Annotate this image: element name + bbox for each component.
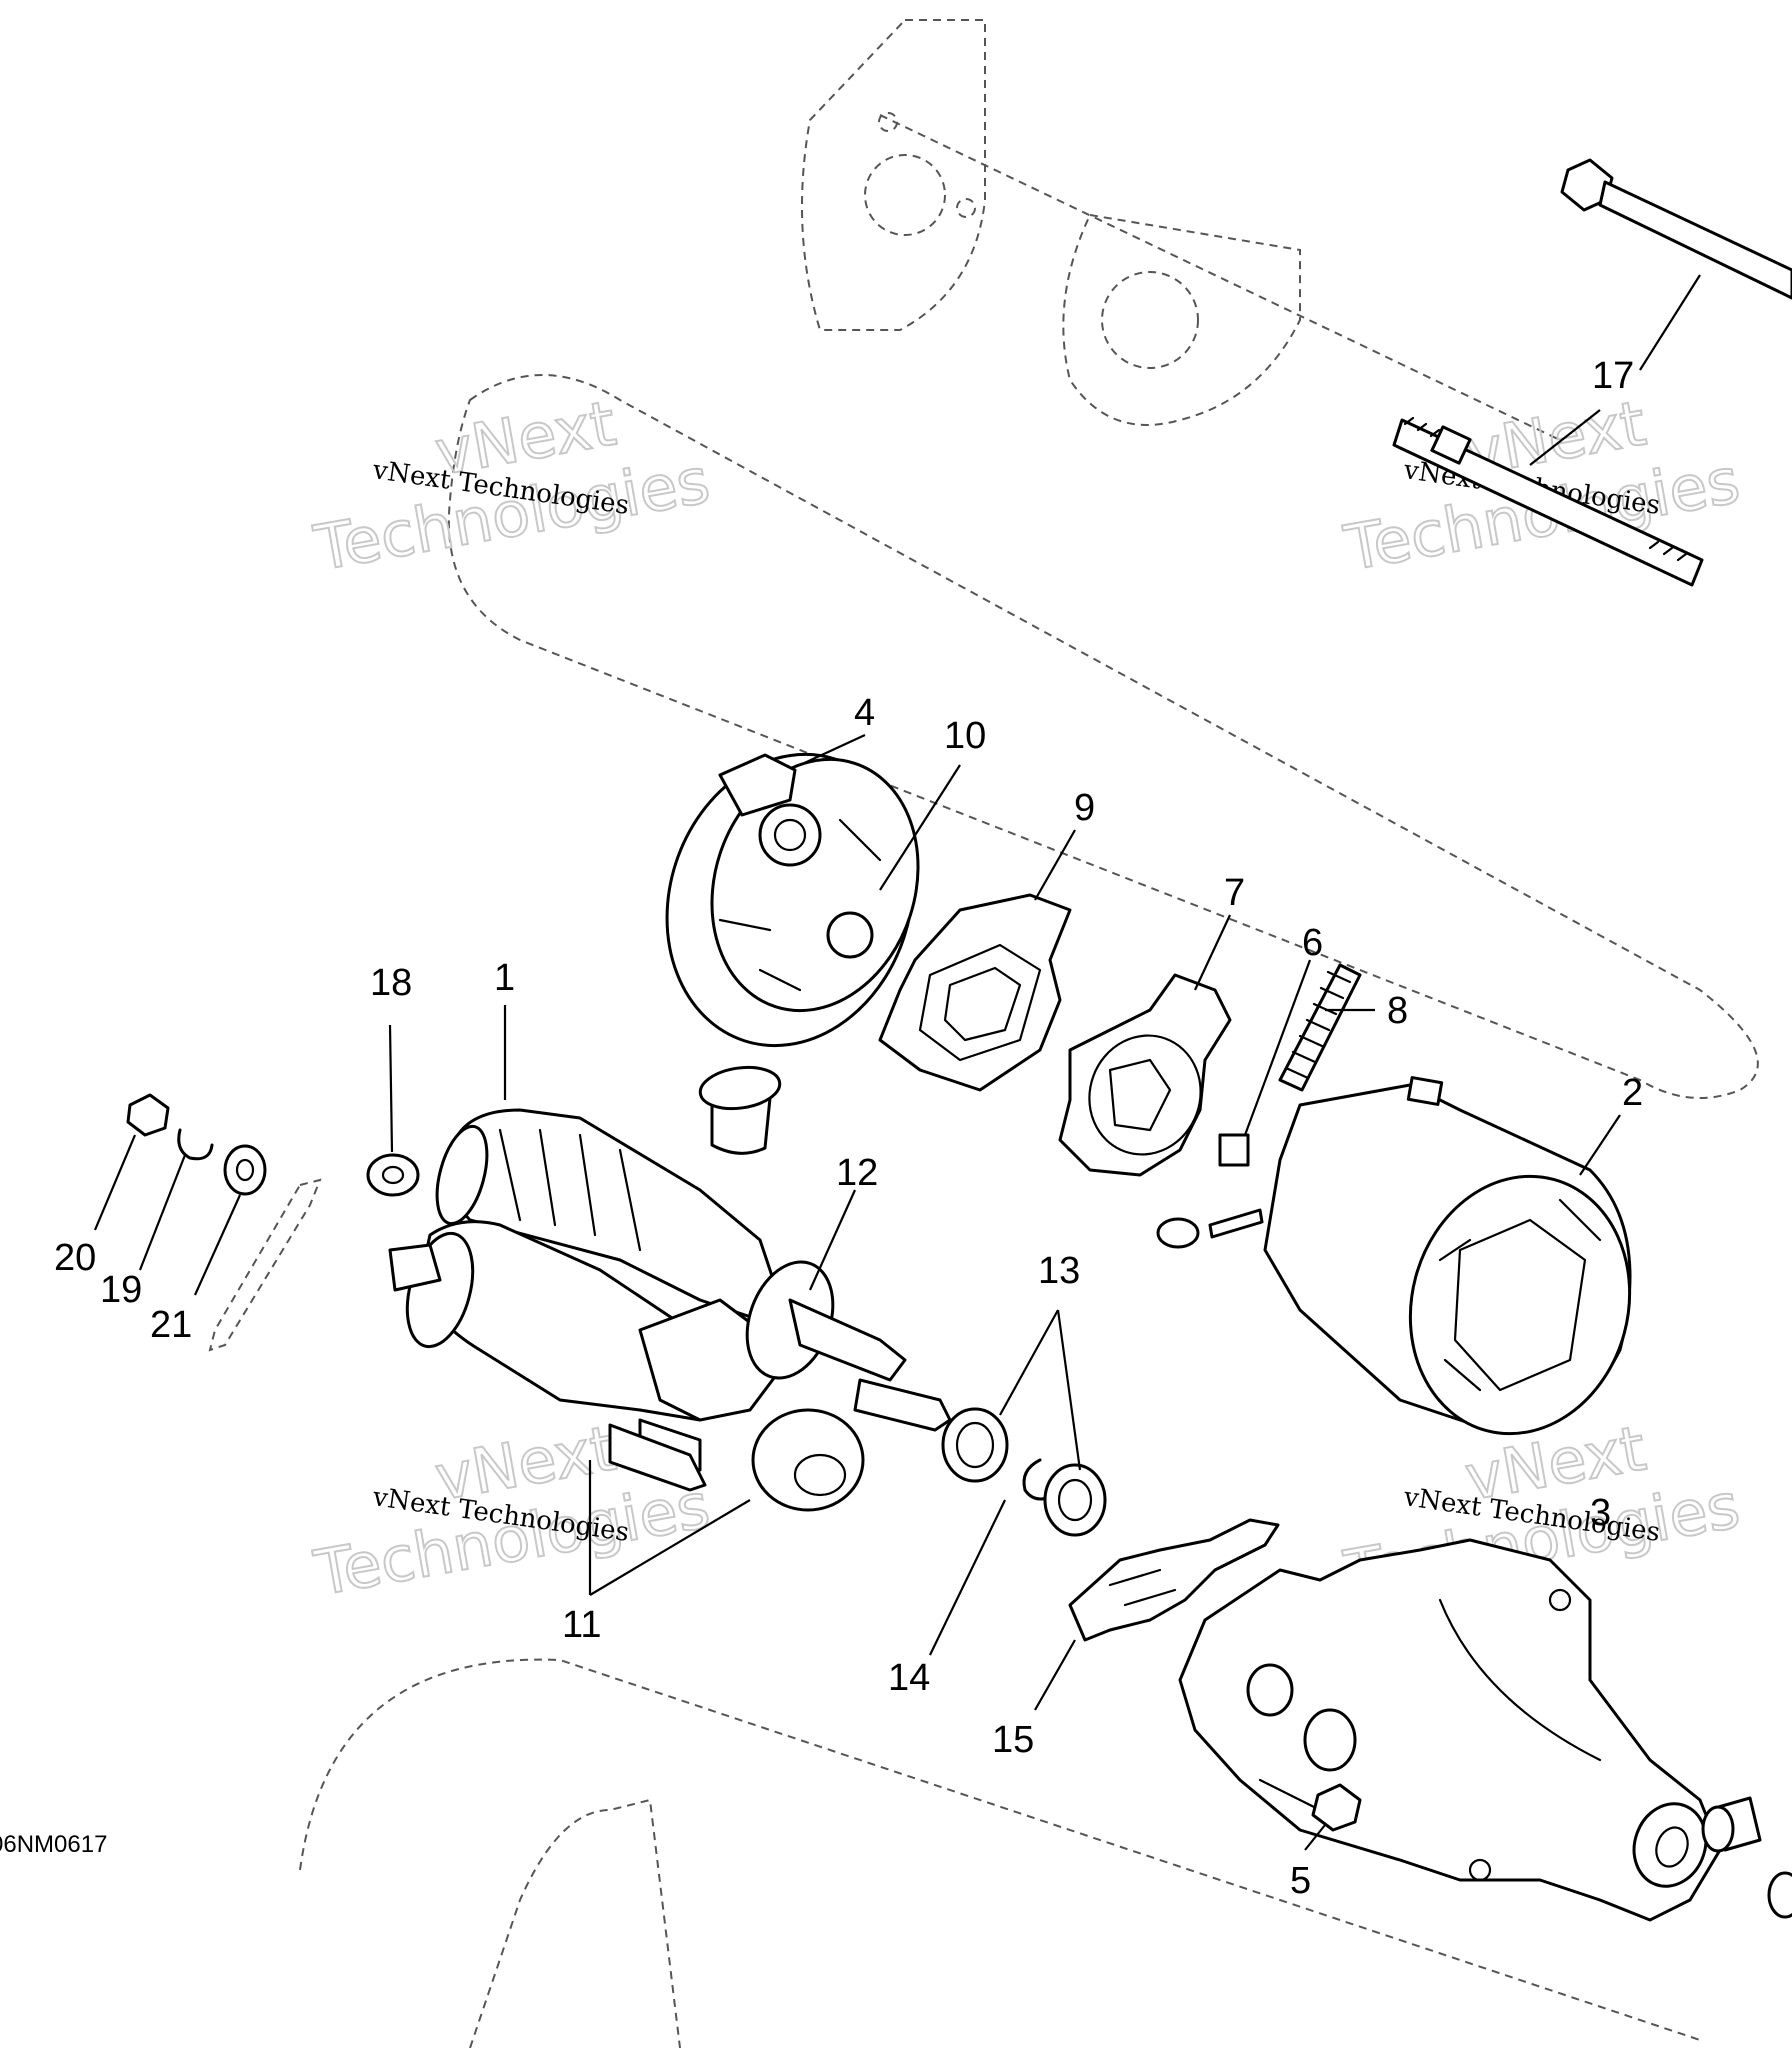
callout-10: 10 bbox=[944, 715, 986, 757]
part-drive-cup bbox=[751, 1408, 865, 1512]
callout-19: 19 bbox=[100, 1269, 142, 1311]
part-washers bbox=[941, 1407, 1107, 1537]
part-brush-holder bbox=[1058, 973, 1232, 1177]
callout-4: 4 bbox=[854, 692, 875, 734]
callout-20: 20 bbox=[54, 1237, 96, 1279]
part-shift-lever bbox=[1068, 1518, 1280, 1642]
part-stud-bolt bbox=[1392, 416, 1704, 587]
callout-3: 3 bbox=[1590, 1492, 1611, 1534]
callout-12: 12 bbox=[836, 1152, 878, 1194]
callout-17: 17 bbox=[1592, 355, 1634, 397]
callout-9: 9 bbox=[1074, 787, 1095, 829]
part-yoke-housing bbox=[1263, 1076, 1632, 1436]
part-bushings bbox=[1701, 1796, 1792, 1919]
callout-8: 8 bbox=[1387, 990, 1408, 1032]
callout-11: 11 bbox=[562, 1604, 601, 1646]
part-long-bolt bbox=[1560, 158, 1792, 300]
reference-code: 06NM0617 bbox=[0, 1831, 107, 1858]
callout-13: 13 bbox=[1038, 1250, 1080, 1292]
part-spring bbox=[1278, 963, 1362, 1092]
callout-21: 21 bbox=[150, 1304, 192, 1346]
callout-5: 5 bbox=[1290, 1860, 1311, 1902]
callout-15: 15 bbox=[992, 1719, 1034, 1761]
leader-lines bbox=[93, 274, 1701, 1851]
part-end-cap bbox=[665, 752, 920, 1048]
callout-14: 14 bbox=[888, 1657, 930, 1699]
ghost-engine-outlines bbox=[299, 19, 1759, 2048]
part-nut-5 bbox=[1311, 1783, 1362, 1832]
callout-1: 1 bbox=[494, 957, 515, 999]
part-plate bbox=[878, 893, 1072, 1092]
part-drive-housing bbox=[1178, 1538, 1722, 1922]
callout-6: 6 bbox=[1302, 922, 1323, 964]
part-starter-motor bbox=[388, 1108, 952, 1492]
callout-2: 2 bbox=[1622, 1072, 1643, 1114]
callout-labels: 17 4 10 9 7 6 8 2 18 1 12 13 11 14 15 3 … bbox=[54, 355, 1643, 1902]
callout-7: 7 bbox=[1224, 872, 1245, 914]
part-sleeve bbox=[698, 1065, 782, 1155]
callout-18: 18 bbox=[370, 962, 412, 1004]
part-small-hardware bbox=[126, 1093, 420, 1352]
part-terminal bbox=[1156, 1133, 1264, 1249]
